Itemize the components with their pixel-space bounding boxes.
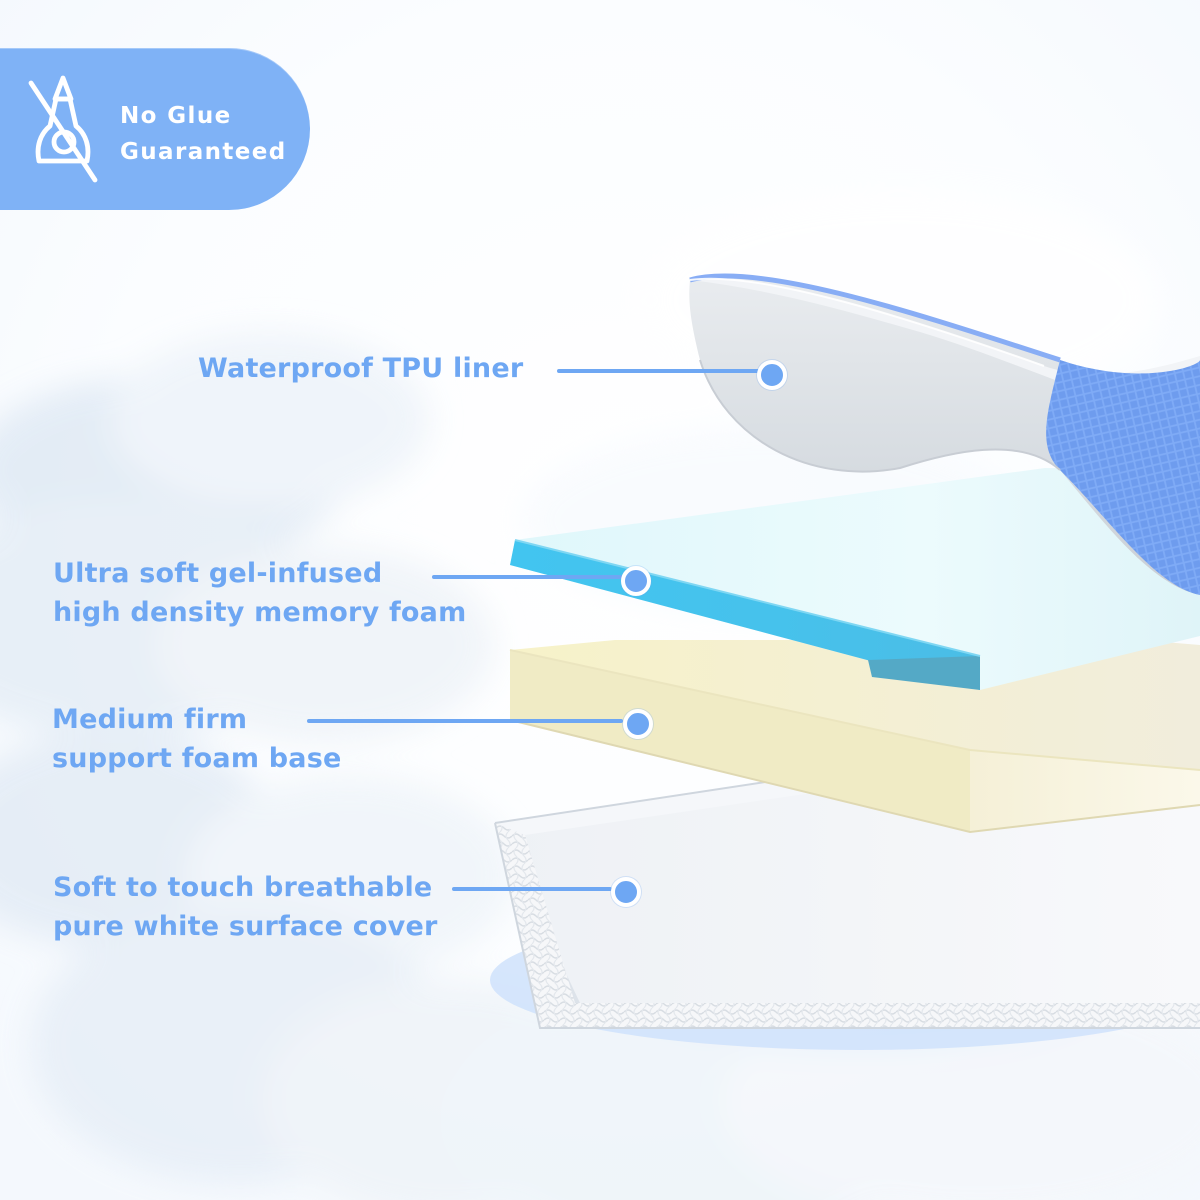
label-line: high density memory foam [53,597,467,628]
label-gel-memory-foam: Ultra soft gel-infused high density memo… [53,554,466,632]
label-line: Ultra soft gel-infused [53,558,383,589]
marker-surface-cover [611,877,641,907]
no-glue-badge: No Glue Guaranteed [0,48,310,210]
label-line: Medium firm [52,704,248,735]
label-support-foam-base: Medium firm support foam base [52,700,342,778]
label-line: support foam base [52,743,342,774]
line-gel-memory-foam [432,575,622,579]
label-surface-cover: Soft to touch breathable pure white surf… [53,868,438,946]
marker-support-foam-base [623,709,653,739]
base-layer [509,640,1200,834]
marker-gel-memory-foam [621,566,651,596]
badge-line-2: Guaranteed [120,139,287,165]
marker-waterproof-tpu-liner [757,360,787,390]
line-surface-cover [452,887,612,891]
label-line: Soft to touch breathable [53,872,433,903]
label-line: pure white surface cover [53,911,438,942]
badge-text: No Glue Guaranteed [120,98,287,170]
no-glue-icon [28,75,98,183]
badge-line-1: No Glue [120,103,232,129]
tpu-layer [689,273,1200,595]
label-line: Waterproof TPU liner [198,353,524,384]
line-support-foam-base [307,719,623,723]
line-waterproof-tpu-liner [557,369,765,373]
label-waterproof-tpu-liner: Waterproof TPU liner [198,349,523,388]
